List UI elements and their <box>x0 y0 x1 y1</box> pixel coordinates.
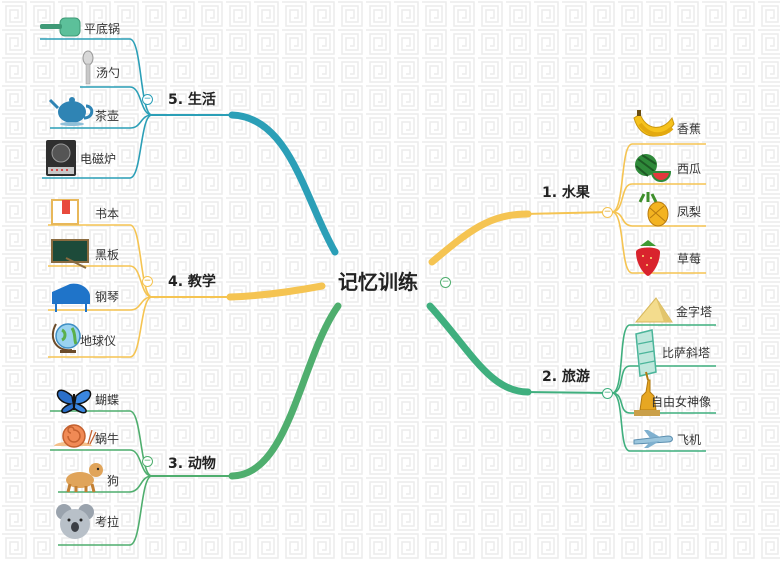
branch-connector-life <box>228 111 339 256</box>
airplane-icon <box>633 430 673 448</box>
collapse-toggle-life[interactable]: − <box>142 94 153 105</box>
topic-piano[interactable]: 钢琴 <box>95 290 120 304</box>
topic-pyramid[interactable]: 金字塔 <box>676 305 713 319</box>
topic-frying-pan[interactable]: 平底锅 <box>84 22 121 36</box>
branch-connector-animals <box>228 302 342 480</box>
topic-airplane[interactable]: 飞机 <box>677 433 702 447</box>
watermelon-icon <box>635 154 672 182</box>
piano-icon <box>52 283 90 312</box>
collapse-toggle-animals[interactable]: − <box>142 456 153 467</box>
globe-icon <box>51 323 81 353</box>
pineapple-icon <box>638 192 669 227</box>
branch-teaching[interactable]: 4. 教学 <box>168 274 216 290</box>
collapse-toggle-fruit[interactable]: − <box>602 207 613 218</box>
collapse-toggle-travel[interactable]: − <box>602 388 613 399</box>
branch-life[interactable]: 5. 生活 <box>168 92 216 108</box>
branch-animals[interactable]: 3. 动物 <box>168 456 216 472</box>
collapse-toggle-teaching[interactable]: − <box>142 276 153 287</box>
koala-icon <box>56 504 94 539</box>
teapot-icon <box>48 97 94 126</box>
topic-leaning-tower[interactable]: 比萨斜塔 <box>662 346 711 360</box>
banana-icon <box>633 110 675 137</box>
life-subbranches <box>40 38 153 179</box>
branch-underline-fruit <box>523 211 613 215</box>
collapse-toggle-center[interactable]: − <box>440 277 451 288</box>
topic-book[interactable]: 书本 <box>95 207 120 221</box>
induction-cooker-icon <box>46 140 76 176</box>
branch-underline-travel <box>523 391 613 394</box>
dog-icon <box>66 463 103 493</box>
topic-watermelon[interactable]: 西瓜 <box>677 162 702 176</box>
topic-induction-cooker[interactable]: 电磁炉 <box>80 152 117 166</box>
branch-travel[interactable]: 2. 旅游 <box>542 369 590 385</box>
central-topic[interactable]: 记忆训练 <box>338 270 418 294</box>
butterfly-icon <box>56 389 92 414</box>
soup-spoon-icon <box>82 50 94 85</box>
branch-connector-fruit <box>428 210 532 266</box>
pyramid-icon <box>634 297 673 323</box>
topic-statue-of-liberty[interactable]: 自由女神像 <box>651 395 712 409</box>
topic-strawberry[interactable]: 草莓 <box>677 252 702 266</box>
snail-icon <box>54 424 97 448</box>
topic-blackboard[interactable]: 黑板 <box>95 248 120 262</box>
topic-koala[interactable]: 考拉 <box>95 515 120 529</box>
blackboard-icon <box>51 239 89 269</box>
topic-teapot[interactable]: 茶壶 <box>95 109 120 123</box>
branch-connector-teaching <box>226 282 326 301</box>
branch-fruit[interactable]: 1. 水果 <box>542 185 590 201</box>
topic-globe[interactable]: 地球仪 <box>80 334 117 348</box>
frying-pan-icon <box>40 17 81 37</box>
book-icon <box>51 199 79 225</box>
topic-pineapple[interactable]: 凤梨 <box>677 205 702 219</box>
topic-butterfly[interactable]: 蝴蝶 <box>95 393 120 407</box>
leaning-tower-icon <box>635 329 657 377</box>
topic-snail[interactable]: 蜗牛 <box>95 432 120 446</box>
topic-soup-spoon[interactable]: 汤勺 <box>96 66 121 80</box>
topic-dog[interactable]: 狗 <box>107 474 120 488</box>
topic-banana[interactable]: 香蕉 <box>677 122 702 136</box>
strawberry-icon <box>636 240 660 276</box>
branch-connector-travel <box>426 302 532 396</box>
teaching-subbranches <box>48 224 153 358</box>
statue-of-liberty-icon <box>634 371 660 416</box>
